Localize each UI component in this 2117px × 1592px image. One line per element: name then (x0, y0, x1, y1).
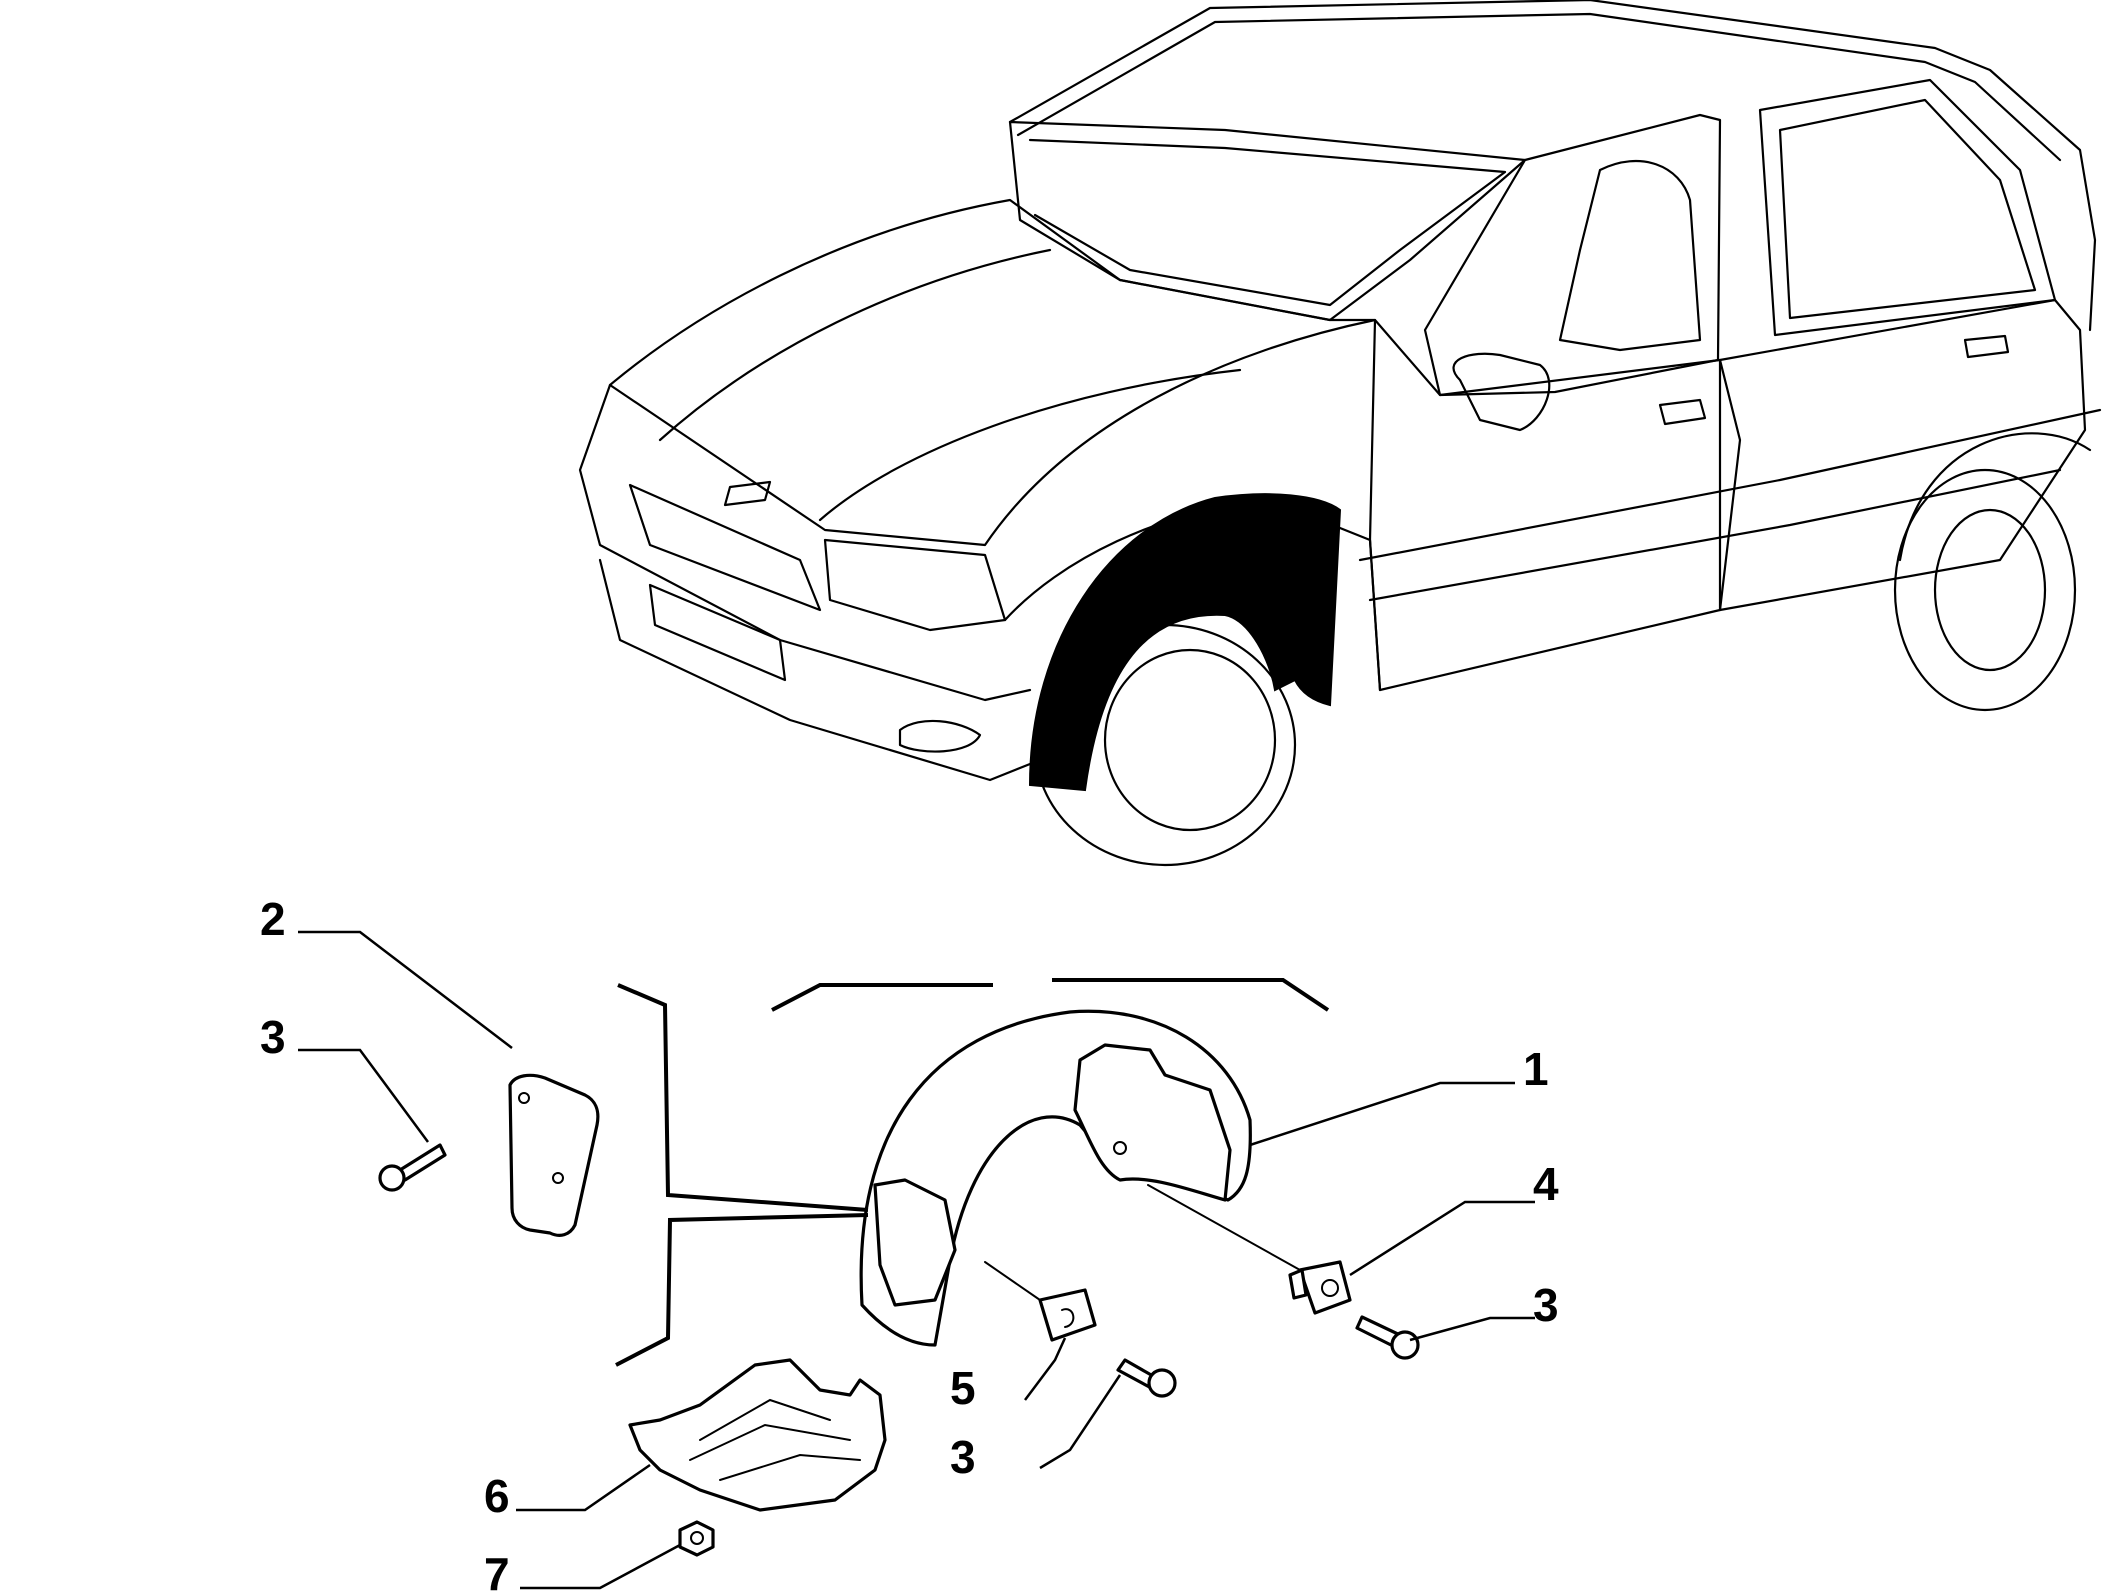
callout-4: 4 (1533, 1158, 1559, 1210)
hood-crease-left (658, 248, 1052, 442)
front-wheel-inner (1103, 648, 1277, 832)
screw-head (1147, 1368, 1177, 1398)
bracket-top-right (1052, 978, 1330, 1012)
body-side-line-lower (1368, 468, 2062, 602)
leader-6 (516, 1463, 651, 1512)
fog-light (898, 719, 982, 753)
nut-clip-body (1038, 1288, 1097, 1342)
mud-flap-hole-bottom (552, 1172, 564, 1184)
bracket-top (771, 983, 993, 1012)
hood-outline (608, 198, 1377, 547)
front-door-window (1423, 113, 1722, 397)
liner-hole (1113, 1141, 1127, 1155)
nut-hole (690, 1531, 704, 1545)
rear-wheel-outer (1893, 468, 2077, 712)
front-door-handle (1658, 398, 1707, 426)
wheel-arch-liner-highlight (1028, 493, 1342, 792)
side-mirror (1452, 352, 1551, 432)
liner-inner-panel (1073, 1043, 1232, 1202)
assembly-line-nut-clip (984, 1261, 1041, 1301)
callout-3-right: 3 (1533, 1279, 1559, 1331)
windshield-inner (1028, 138, 1507, 307)
clip-tab (1288, 1268, 1308, 1300)
bracket-left-upper (617, 983, 869, 1212)
clip-body (1298, 1260, 1352, 1315)
liner-tab (873, 1178, 957, 1307)
nut-clip-part (1038, 1288, 1097, 1342)
windshield-outline (1008, 120, 1527, 322)
rear-door-window-inner (1778, 98, 2037, 320)
screw-part-middle (1116, 1358, 1177, 1398)
callout-6: 6 (484, 1470, 510, 1522)
callout-3-middle: 3 (950, 1431, 976, 1483)
bracket-left-lower (615, 1213, 869, 1367)
splash-shield-rib-1 (699, 1398, 831, 1441)
assembly-line-clip (1147, 1184, 1301, 1271)
screw-head (378, 1164, 406, 1192)
wheel-arch-liner-part (859, 1009, 1252, 1347)
mud-flap-body (508, 1073, 600, 1237)
splash-shield-part (628, 1358, 887, 1512)
fiat-badge (723, 480, 772, 507)
front-fascia (578, 383, 1032, 702)
license-plate (648, 583, 787, 682)
callout-3-left: 3 (260, 1011, 286, 1063)
hood-crease-right (818, 368, 1242, 522)
screw-shank (398, 1143, 447, 1182)
left-headlight (823, 538, 1007, 632)
nut-body (678, 1520, 715, 1557)
clip-hole (1321, 1279, 1339, 1297)
splash-shield-body (628, 1358, 887, 1512)
leader-1 (1249, 1081, 1515, 1147)
rear-wheel-arch (1898, 432, 2092, 562)
nut-clip-symbol (1061, 1308, 1075, 1328)
front-door (1368, 318, 1742, 692)
leader-7 (520, 1543, 681, 1590)
car-roof-inner (1016, 12, 2062, 162)
grille (628, 483, 822, 612)
callout-labels: 1 2 3 4 3 5 3 6 7 (260, 893, 1559, 1592)
screw-head (1390, 1330, 1420, 1360)
assembly-brackets (615, 978, 1330, 1367)
leader-5 (1024, 1337, 1067, 1401)
callout-2: 2 (260, 893, 286, 945)
screw-part-right (1355, 1315, 1420, 1360)
front-seat (1558, 160, 1702, 352)
clip-part (1288, 1260, 1352, 1315)
mud-flap-hole-top (518, 1092, 530, 1104)
rear-door-window (1758, 78, 2057, 337)
leader-3a (298, 1048, 430, 1143)
car-roof-outline (1008, 0, 2097, 332)
bumper (598, 558, 1042, 782)
body-side-line (1358, 408, 2102, 562)
callout-7: 7 (484, 1548, 510, 1592)
leader-3b (1409, 1316, 1535, 1342)
splash-shield-rib-2 (689, 1423, 851, 1461)
rear-wheel-inner (1933, 508, 2047, 672)
mud-flap-part (508, 1073, 600, 1237)
leader-3c (1039, 1374, 1122, 1470)
callout-1: 1 (1523, 1043, 1549, 1095)
splash-shield-rib-3 (719, 1453, 861, 1481)
leader-4 (1349, 1200, 1535, 1277)
rear-door-handle (1963, 334, 2010, 359)
screw-part-left (378, 1143, 447, 1192)
callout-5: 5 (950, 1362, 976, 1414)
rear-door (1718, 298, 2087, 612)
car-illustration (578, 0, 2102, 867)
leader-2 (298, 930, 513, 1049)
leader-lines (298, 930, 1535, 1590)
nut-part (678, 1520, 715, 1557)
